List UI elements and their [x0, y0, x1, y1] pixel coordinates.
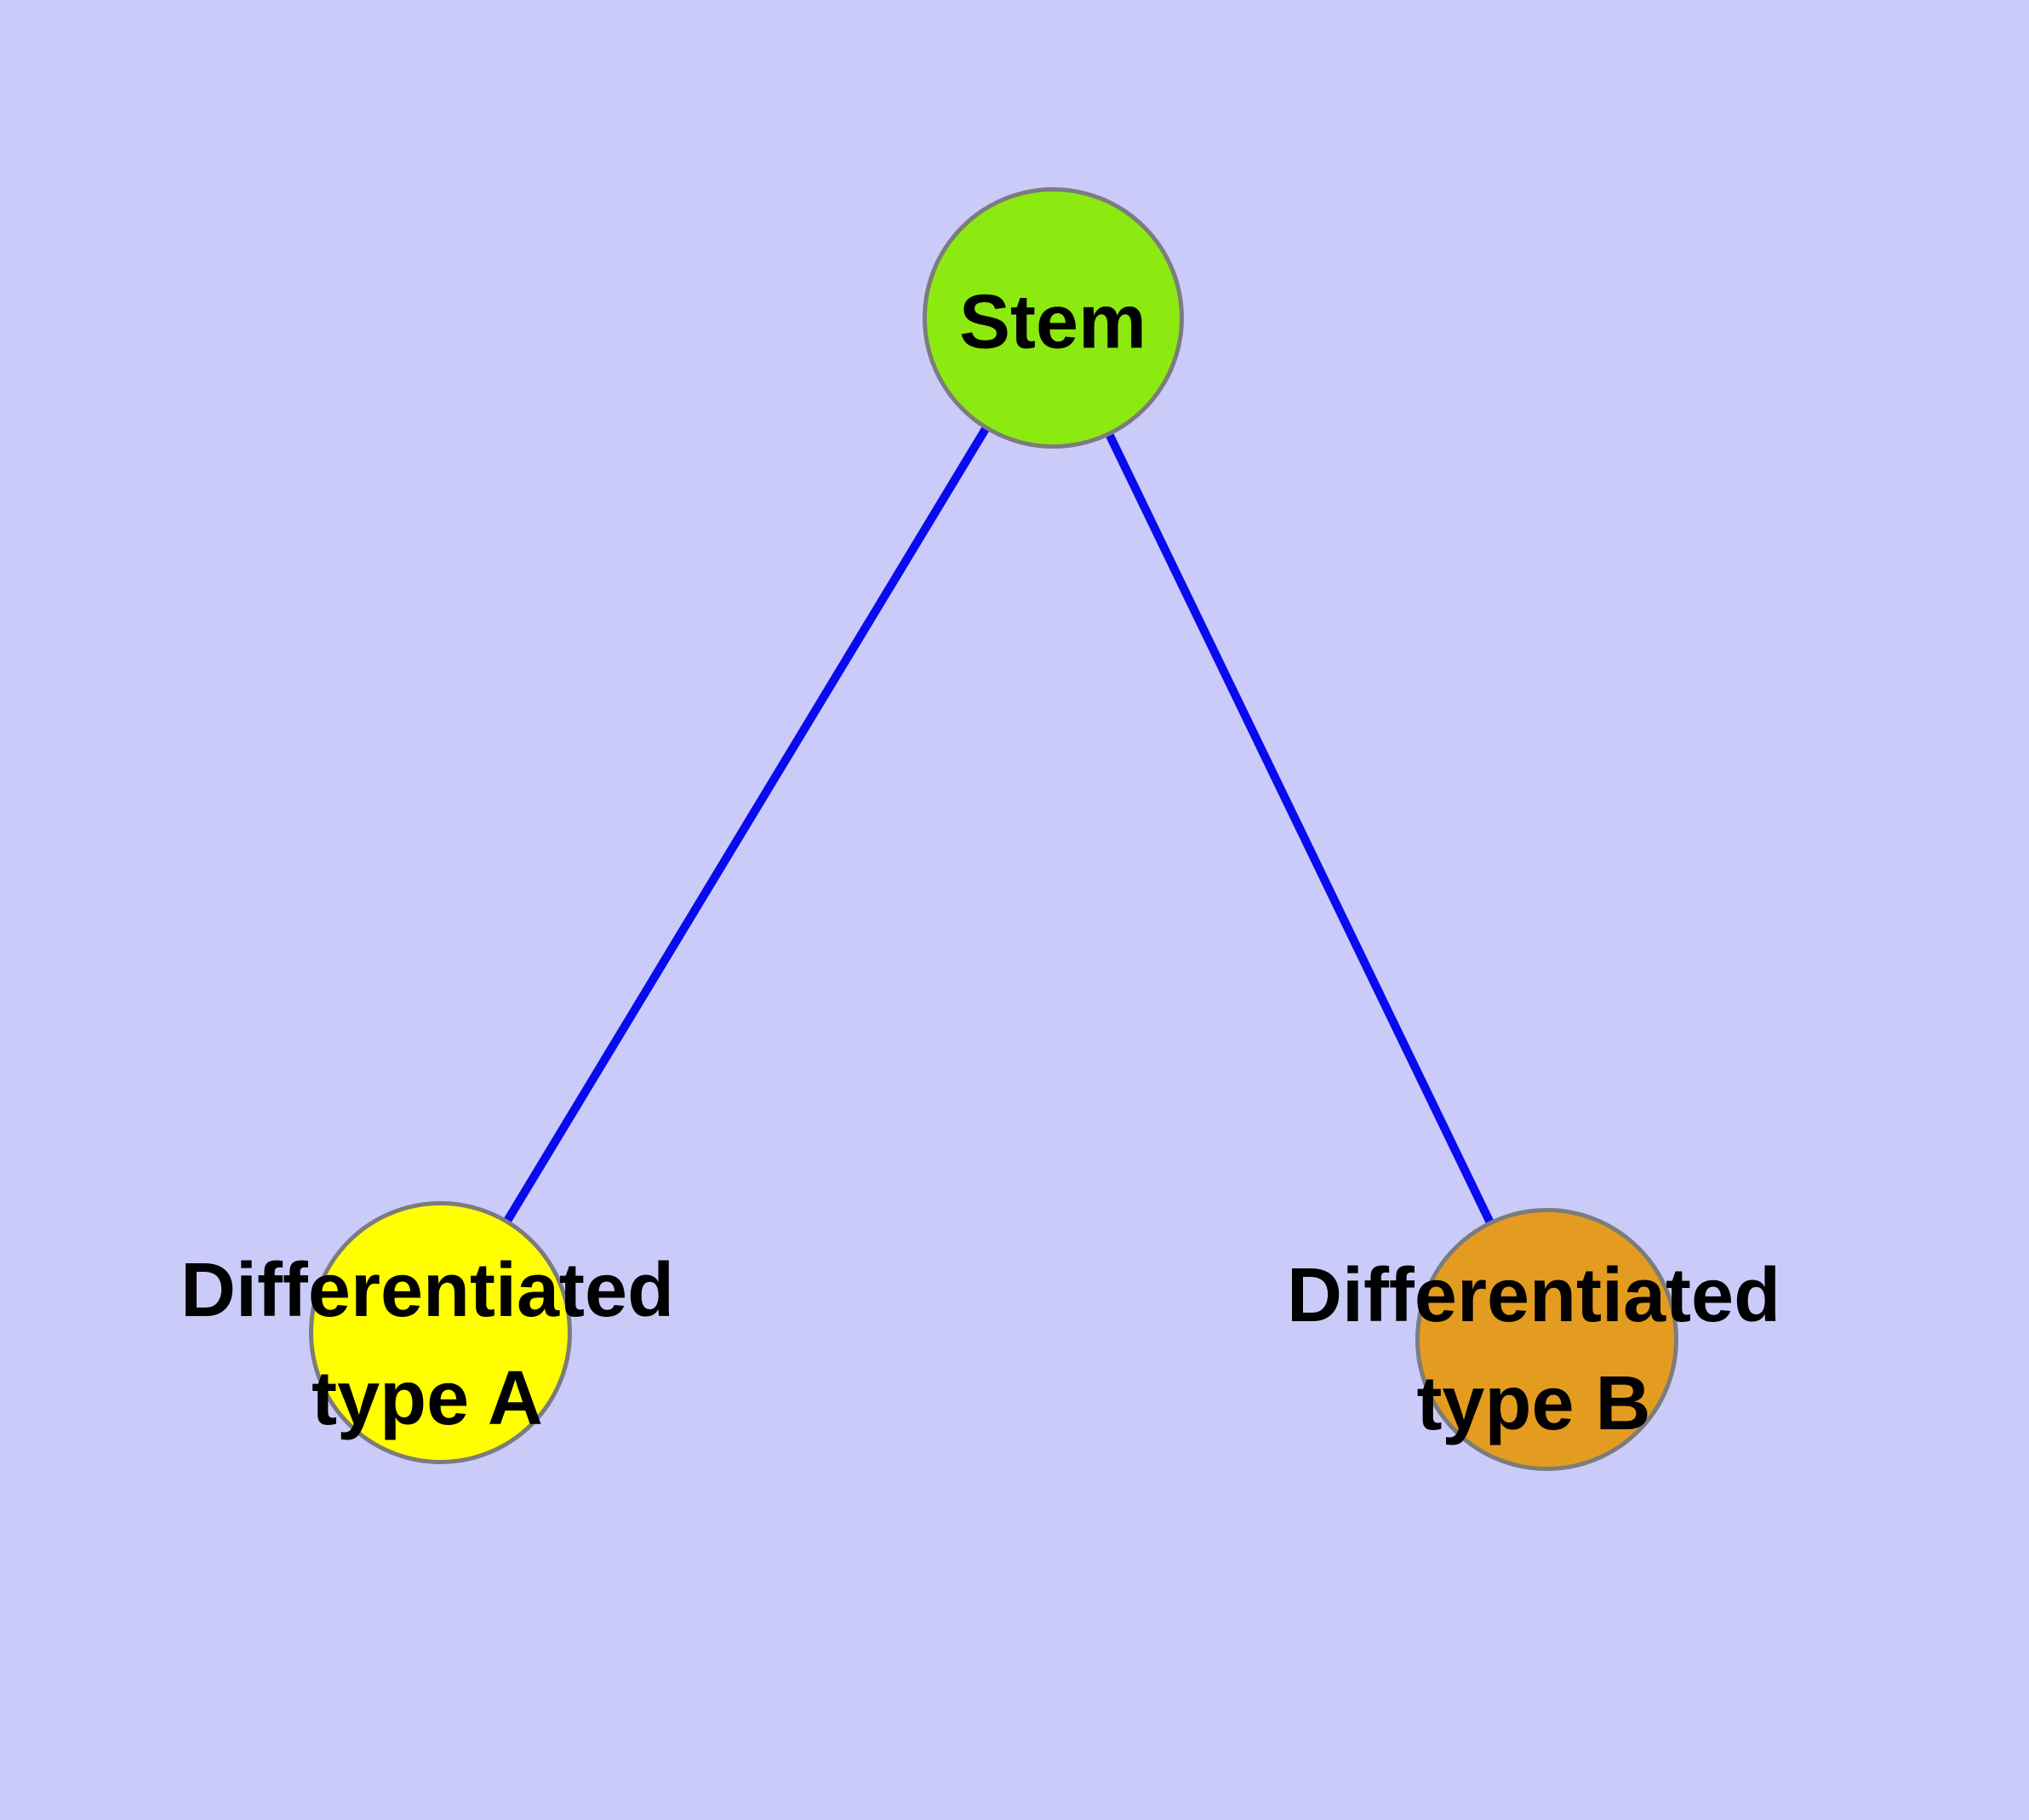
node-stem-label: Stem	[958, 279, 1147, 365]
node-differentiated-type-b	[1415, 1207, 1678, 1471]
node-differentiated-type-a	[308, 1200, 572, 1464]
node-differentiated-type-a-label: Differentiated type A	[180, 1248, 675, 1441]
edge-stem-to-type-a	[436, 315, 1057, 1335]
node-stem	[922, 186, 1184, 449]
edge-stem-to-type-b	[1049, 315, 1551, 1342]
node-differentiated-type-b-label: Differentiated type B	[1286, 1253, 1781, 1446]
